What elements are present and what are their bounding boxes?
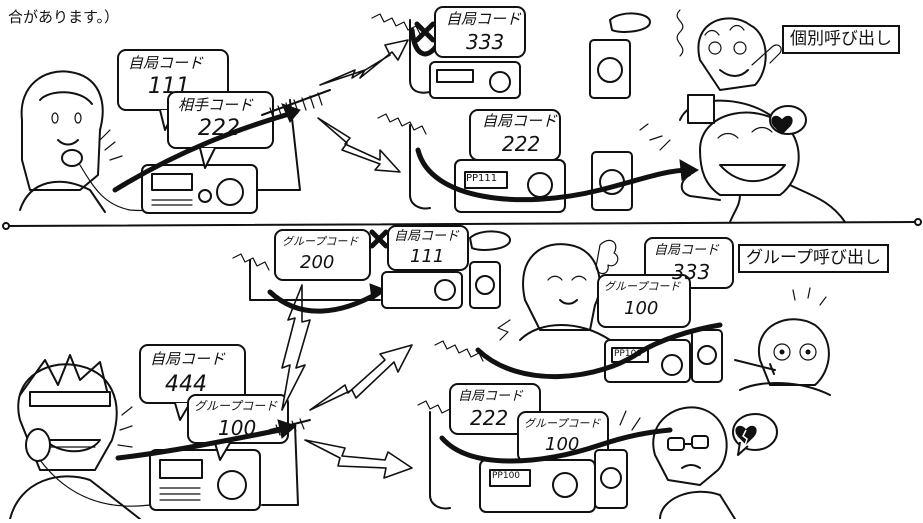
signal-path-top-accepted	[415, 147, 693, 203]
receiver-rejected-bottom	[232, 225, 511, 314]
radio-display: PP100	[614, 349, 643, 359]
signal-path-bottom-caller	[115, 425, 293, 461]
arrowhead	[277, 419, 297, 439]
own-code-value: 444	[165, 372, 207, 397]
signal-path-bottom-accepted-2	[439, 427, 673, 464]
own-code-title: 自局コード	[482, 112, 558, 130]
group-code-value: 100	[545, 434, 580, 455]
own-code-value: 222	[502, 132, 541, 156]
girl-figure	[497, 239, 619, 341]
partner-code-title: 相手コード	[178, 96, 254, 114]
group-code-value: 100	[218, 416, 257, 440]
arrowhead	[281, 103, 301, 123]
arrowhead	[679, 159, 699, 181]
group-call-label: グループ呼び出し	[738, 244, 889, 273]
caller-radio-top	[141, 164, 258, 214]
receiver-rejected-top	[371, 6, 651, 99]
individual-call-label: 個別呼び出し	[782, 25, 900, 54]
heart-icon	[771, 115, 793, 135]
own-code-value: 222	[470, 406, 509, 430]
reject-x-icon	[414, 21, 436, 43]
caller-man-figure	[9, 354, 151, 520]
group-code-title: グループコード	[194, 399, 278, 413]
own-code-title: 自局コード	[150, 350, 226, 368]
own-code-value: 111	[148, 74, 190, 99]
radio-display: PP111	[466, 173, 498, 184]
group-code-title: グループコード	[604, 280, 681, 293]
lightning-icon	[309, 344, 413, 411]
radio-display: PP100	[492, 471, 521, 481]
lightning-icon	[319, 39, 409, 86]
signal-path-bottom-accepted-1	[475, 322, 723, 379]
reject-x-icon	[369, 229, 389, 249]
sad-man-figure	[652, 406, 778, 520]
own-code-title: 自局コード	[458, 389, 524, 404]
own-code-title: 自局コード	[394, 229, 460, 244]
own-code-title: 自局コード	[128, 54, 204, 72]
signal-path-top-caller	[112, 109, 299, 193]
own-code-title: 自局コード	[654, 243, 720, 258]
header-text: 合があります。）	[8, 8, 120, 26]
lightning-icon	[304, 439, 413, 479]
group-code-title: グループコード	[524, 417, 601, 430]
group-code-title: グループコード	[282, 235, 359, 248]
receiver-accepted-bottom-2	[417, 383, 641, 513]
caller-bubbles-top	[117, 49, 274, 169]
group-code-value: 200	[300, 252, 335, 273]
own-code-value: 111	[410, 246, 445, 267]
own-code-value: 333	[672, 260, 711, 284]
caller-radio-bottom	[149, 449, 261, 511]
lightning-icon	[281, 284, 311, 411]
section-divider	[2, 218, 922, 230]
man-with-pipe-figure	[676, 9, 782, 124]
group-code-value: 100	[624, 298, 659, 319]
receiver-accepted-bottom-1	[434, 237, 734, 383]
partner-code-value: 222	[198, 116, 240, 141]
own-code-title: 自局コード	[446, 10, 522, 28]
lightning-icon	[317, 117, 401, 173]
own-code-value: 333	[466, 30, 505, 54]
surprised-man-figure	[734, 287, 831, 396]
